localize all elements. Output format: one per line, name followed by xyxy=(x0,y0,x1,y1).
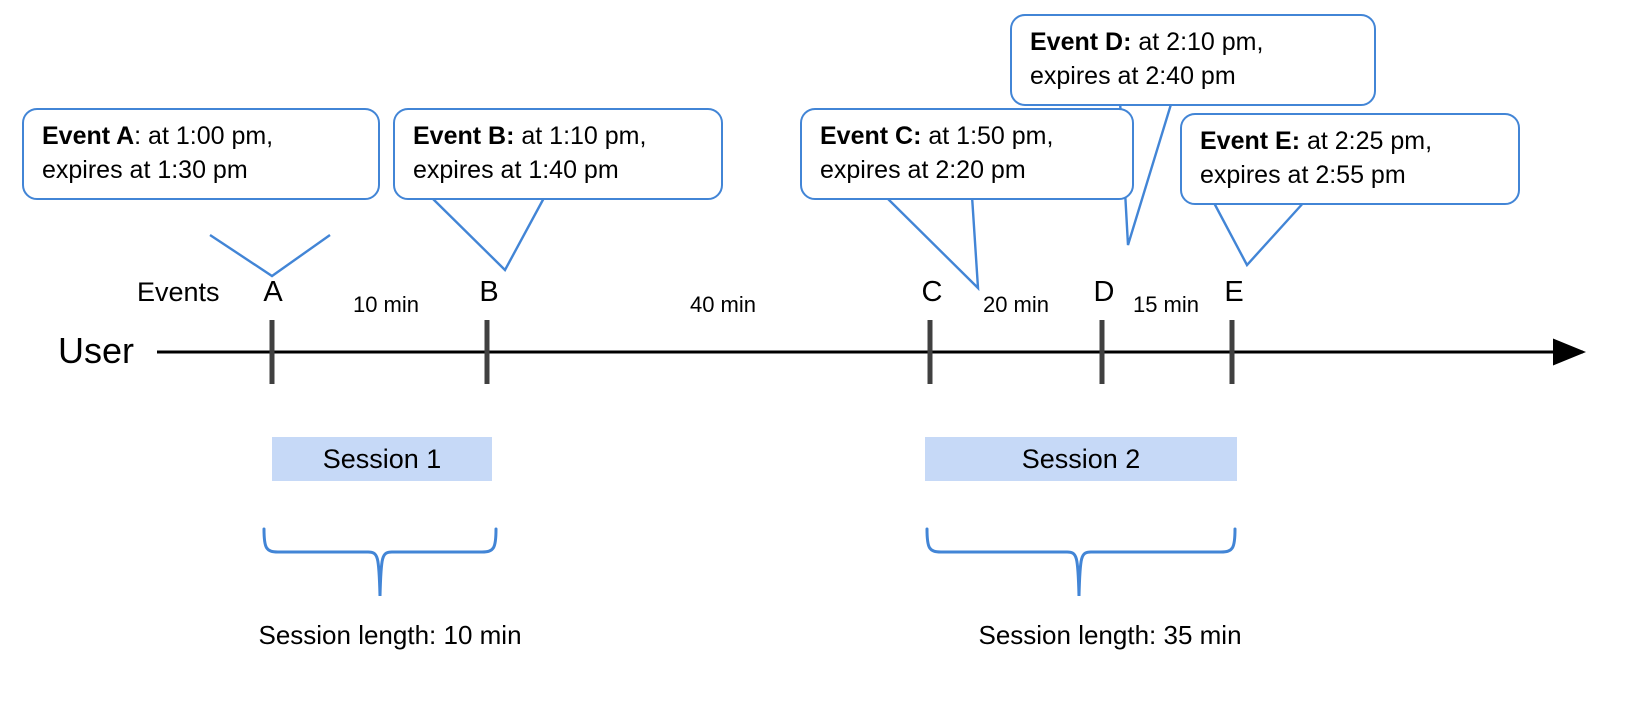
callout-tail-a xyxy=(209,233,331,278)
tick-label-d: D xyxy=(1093,276,1115,308)
tick-label-c: C xyxy=(921,276,943,308)
event-start-a: at 1:00 pm, xyxy=(141,122,274,150)
callout-line-1: Event E: at 2:25 pm, xyxy=(1200,125,1502,159)
callout-event-b: Event B: at 1:10 pm, expires at 1:40 pm xyxy=(393,108,723,200)
callout-line-2: expires at 2:55 pm xyxy=(1200,160,1406,189)
callout-event-a: Event A: at 1:00 pm, expires at 1:30 pm xyxy=(22,108,380,200)
callout-line-1: Event D: at 2:10 pm, xyxy=(1030,26,1358,60)
callout-tail-b xyxy=(429,195,547,272)
session-brace-1 xyxy=(262,527,498,597)
event-start-c: at 1:50 pm, xyxy=(921,122,1054,150)
callout-event-d: Event D: at 2:10 pm, expires at 2:40 pm xyxy=(1010,14,1376,106)
event-start-e: at 2:25 pm, xyxy=(1300,127,1433,155)
event-name-a: Event A xyxy=(42,122,135,150)
event-start-d: at 2:10 pm, xyxy=(1131,28,1264,56)
tick-label-b: B xyxy=(479,276,499,308)
event-sep-a: : xyxy=(134,122,142,150)
callout-event-c: Event C: at 1:50 pm, expires at 2:20 pm xyxy=(800,108,1134,200)
callout-line-2: expires at 1:40 pm xyxy=(413,155,619,184)
callout-line-2: expires at 2:20 pm xyxy=(820,155,1026,184)
session-length-caption-1: Session length: 10 min xyxy=(258,620,522,650)
callout-line-2: expires at 1:30 pm xyxy=(42,155,248,184)
gap-label-a-b: 10 min xyxy=(352,292,420,317)
session-length-caption-2: Session length: 35 min xyxy=(978,620,1242,650)
user-lane-label: User xyxy=(58,330,135,371)
event-name-d: Event D: xyxy=(1030,28,1132,56)
session-box-2: Session 2 xyxy=(925,437,1237,481)
event-start-b: at 1:10 pm, xyxy=(514,122,647,150)
callout-event-e: Event E: at 2:25 pm, expires at 2:55 pm xyxy=(1180,113,1520,205)
event-name-b: Event B: xyxy=(413,122,515,150)
gap-label-c-d: 20 min xyxy=(982,292,1050,317)
callout-line-1: Event B: at 1:10 pm, xyxy=(413,120,705,154)
callout-tail-e xyxy=(1211,200,1306,268)
callout-line-1: Event C: at 1:50 pm, xyxy=(820,120,1116,154)
tick-label-e: E xyxy=(1224,276,1244,308)
event-name-c: Event C: xyxy=(820,122,922,150)
session-box-2-label: Session 2 xyxy=(1021,443,1141,474)
tick-label-a: A xyxy=(263,276,283,308)
gap-label-b-c: 40 min xyxy=(689,292,757,317)
session-box-1-label: Session 1 xyxy=(322,443,442,474)
callout-line-1: Event A: at 1:00 pm, xyxy=(42,120,362,154)
session-box-1: Session 1 xyxy=(272,437,492,481)
event-name-e: Event E: xyxy=(1200,127,1301,155)
callout-tail-c xyxy=(884,195,980,292)
session-brace-2 xyxy=(925,527,1237,597)
callout-line-2: expires at 2:40 pm xyxy=(1030,61,1236,90)
events-lane-label: Events xyxy=(137,277,220,307)
gap-label-d-e: 15 min xyxy=(1132,292,1200,317)
